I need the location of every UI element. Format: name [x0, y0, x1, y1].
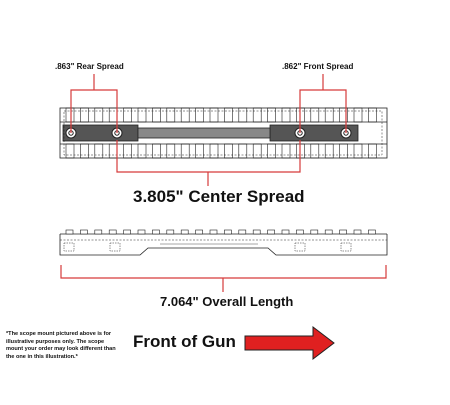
- rail-top-view: [59, 107, 388, 159]
- overall-length-label: 7.064" Overall Length: [160, 294, 294, 309]
- right-arrow-icon: [244, 325, 335, 361]
- disclaimer-note: *The scope mount pictured above is for i…: [6, 331, 116, 360]
- rear-spread-label: .863" Rear Spread: [55, 62, 124, 71]
- overall-length-bracket: [60, 265, 387, 279]
- center-spread-bracket: [116, 140, 301, 173]
- rail-side-view: [59, 229, 388, 256]
- dimension-lines: [60, 74, 387, 292]
- front-of-gun-label: Front of Gun: [133, 332, 236, 351]
- center-spread-label: 3.805" Center Spread: [133, 187, 305, 206]
- front-spread-label: .862" Front Spread: [282, 62, 354, 71]
